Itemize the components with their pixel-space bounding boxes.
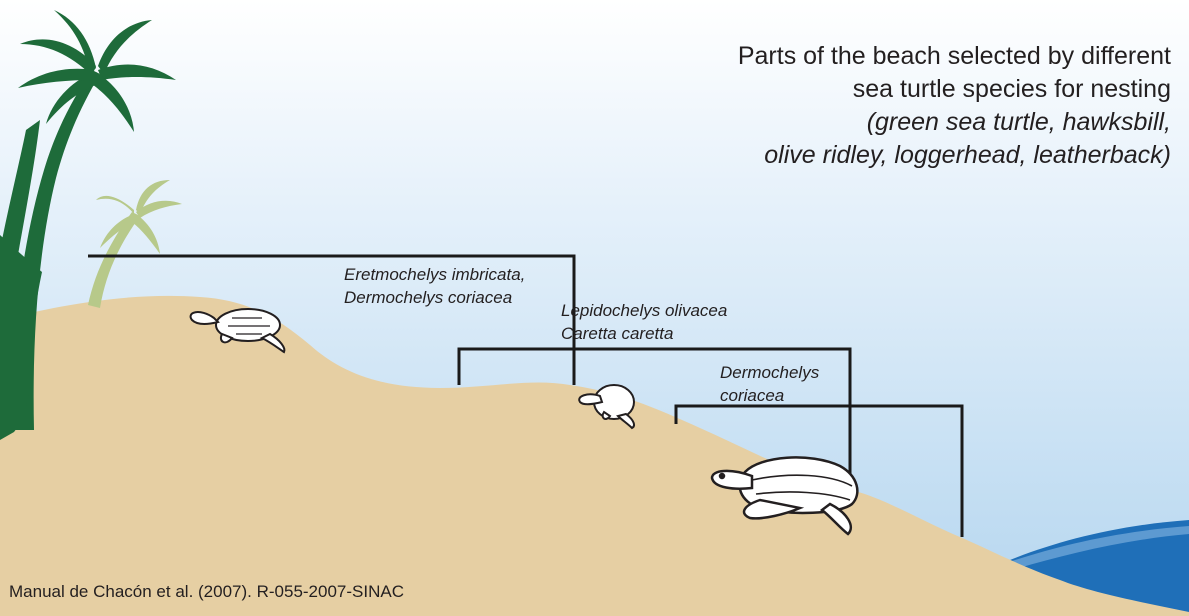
zone-label-line: coriacea [720,384,819,407]
title-line-3: (green sea turtle, hawksbill, [551,106,1171,139]
zone-label-line: Dermochelys [720,361,819,384]
title-line-4: olive ridley, loggerhead, leatherback) [551,139,1171,172]
zone-label-line: Caretta caretta [561,322,727,345]
source-citation: Manual de Chacón et al. (2007). R-055-20… [9,581,404,603]
title-line-1: Parts of the beach selected by different [551,40,1171,73]
diagram-title: Parts of the beach selected by different… [551,40,1171,172]
zone-label-lower-beach: Dermochelys coriacea [720,361,819,407]
zone-label-upper-beach: Eretmochelys imbricata, Dermochelys cori… [344,263,525,309]
zone-label-mid-beach: Lepidochelys olivacea Caretta caretta [561,299,727,345]
title-line-2: sea turtle species for nesting [551,73,1171,106]
zone-label-line: Lepidochelys olivacea [561,299,727,322]
zone-label-line: Dermochelys coriacea [344,286,525,309]
zone-label-line: Eretmochelys imbricata, [344,263,525,286]
